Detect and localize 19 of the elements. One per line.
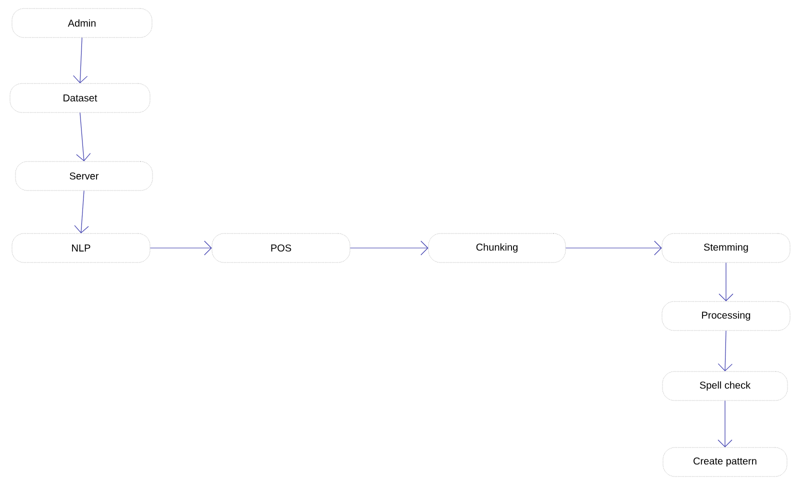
process-box: Chunking xyxy=(428,233,566,263)
arrow xyxy=(150,240,212,256)
arrow xyxy=(76,112,91,162)
arrow xyxy=(718,400,732,448)
process-box: NLP xyxy=(12,233,150,263)
process-box: Processing xyxy=(662,301,790,331)
arrow xyxy=(718,262,734,302)
arrow xyxy=(350,240,428,256)
process-box: Dataset xyxy=(10,83,150,113)
arrow xyxy=(718,330,732,372)
process-box: POS xyxy=(212,233,350,263)
process-box: Spell check xyxy=(662,371,788,401)
arrow xyxy=(73,37,88,84)
process-box: Stemming xyxy=(662,233,790,263)
process-box: Create pattern xyxy=(662,447,788,477)
arrow xyxy=(74,190,89,234)
arrow xyxy=(565,240,662,256)
process-box: Admin xyxy=(12,8,152,38)
process-box: Server xyxy=(15,161,153,191)
